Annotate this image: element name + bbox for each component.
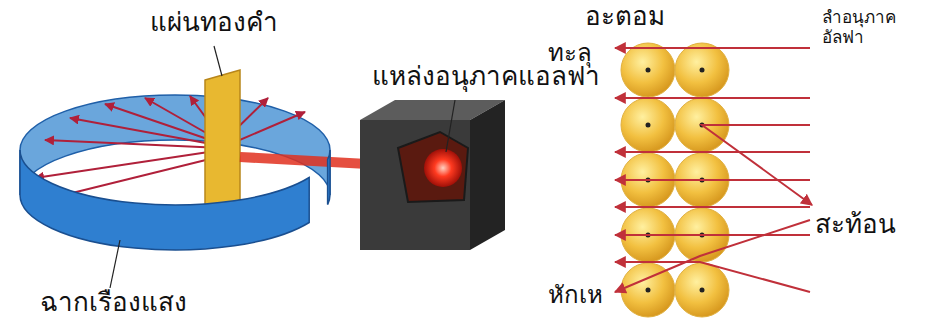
part-label: ฉากเรืองแสง — [40, 288, 187, 318]
gold-foil — [205, 70, 240, 212]
part-label: ทะลุ — [548, 40, 592, 68]
part-label: แหล่งอนุภาคแอลฟา — [372, 62, 600, 92]
atom — [675, 263, 729, 317]
nucleus — [646, 68, 651, 73]
nucleus — [646, 123, 651, 128]
scattered-rays — [35, 96, 305, 196]
screen-back — [20, 95, 330, 195]
part-label: ลำอนุภาค อัลฟา — [822, 8, 922, 47]
screen-front-end — [328, 150, 330, 205]
screen-front — [20, 150, 309, 250]
alpha-source — [360, 100, 505, 250]
atom — [621, 98, 675, 152]
part-label: อะตอม — [585, 2, 665, 32]
atom — [675, 43, 729, 97]
nucleus — [700, 288, 705, 293]
part-label: สะท้อน — [815, 210, 896, 240]
part-label: หักเห — [548, 282, 603, 310]
nucleus — [646, 288, 651, 293]
part-label: แผ่นทองคำ — [150, 8, 278, 38]
atom — [621, 43, 675, 97]
beam-rays — [615, 48, 812, 292]
nucleus — [700, 68, 705, 73]
